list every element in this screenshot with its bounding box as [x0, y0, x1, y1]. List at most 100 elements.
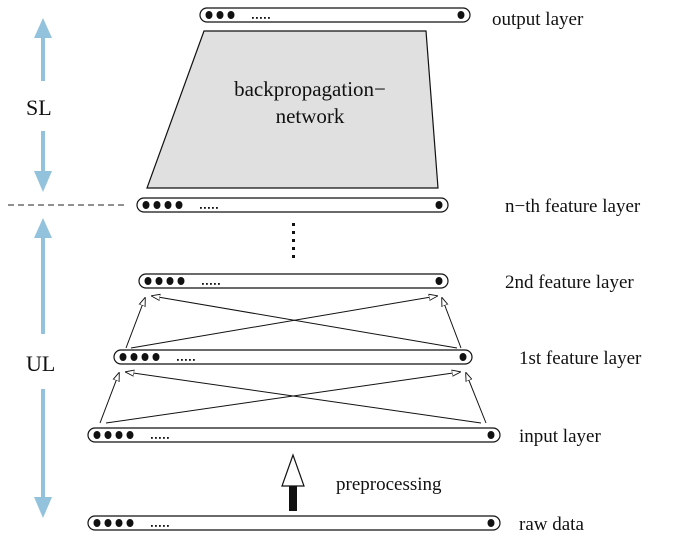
ellipsis-dot: [155, 437, 157, 439]
connections-input-to-first: [99, 372, 487, 424]
backpropagation-network-label: backpropagation− network: [190, 76, 430, 130]
unit-dot: [126, 431, 134, 439]
ellipsis-dot: [151, 525, 153, 527]
ellipsis-dot: [208, 207, 210, 209]
ellipsis-dot: [268, 17, 270, 19]
unit-dot: [205, 11, 213, 19]
ellipsis-dot: [216, 207, 218, 209]
ul-arrow-up-head-icon: [34, 218, 52, 238]
ellipsis-dot: [200, 207, 202, 209]
ellipsis-dot: [159, 525, 161, 527]
ellipsis-dot: [193, 359, 195, 361]
layer-bar: [136, 197, 449, 213]
layer-nth: [136, 197, 449, 213]
ellipsis-dot: [264, 17, 266, 19]
connection-arrow: [152, 296, 458, 349]
sl-phase-label: SL: [26, 95, 52, 120]
layer-input: [87, 427, 501, 443]
unit-dot: [152, 353, 160, 361]
layer-first: [113, 349, 473, 365]
layers: [87, 7, 501, 531]
sl-phase-arrow: [34, 18, 52, 192]
ellipsis-dot: [163, 525, 165, 527]
ellipsis-dot: [181, 359, 183, 361]
unit-dot: [166, 277, 174, 285]
second-feature-layer-label: 2nd feature layer: [505, 272, 634, 293]
ellipsis-dot: [185, 359, 187, 361]
unit-dot: [177, 277, 185, 285]
ellipsis-dot: [218, 283, 220, 285]
ul-phase-label: UL: [26, 351, 56, 376]
connection-arrow: [99, 373, 119, 424]
ul-arrow-down-head-icon: [34, 497, 52, 518]
connection-arrow: [442, 298, 462, 349]
unit-dot: [216, 11, 224, 19]
sl-arrow-up-shaft: [41, 36, 45, 81]
network-label-line2: network: [275, 104, 345, 128]
ellipsis-dot: [212, 207, 214, 209]
network-label-line1: backpropagation−: [234, 77, 386, 101]
ul-arrow-up-shaft: [41, 236, 45, 334]
layer-bar: [113, 349, 473, 365]
unit-dot-last: [435, 201, 443, 209]
unit-dot: [141, 353, 149, 361]
unit-dot: [104, 519, 112, 527]
ellipsis-dot: [202, 283, 204, 285]
unit-dot: [130, 353, 138, 361]
ellipsis-dot: [167, 437, 169, 439]
layer-bar: [87, 427, 501, 443]
ellipsis-dot: [177, 359, 179, 361]
ellipsis-dot: [214, 283, 216, 285]
raw-data-label: raw data: [519, 514, 584, 535]
connection-arrow: [130, 296, 437, 349]
unit-dot: [153, 201, 161, 209]
ellipsis-dot: [210, 283, 212, 285]
nth-feature-layer-label: n−th feature layer: [505, 196, 641, 217]
vertical-ellipsis: [292, 223, 295, 258]
layer-bar: [87, 515, 501, 531]
first-feature-layer-label: 1st feature layer: [519, 348, 642, 369]
ellipsis-dot: [252, 17, 254, 19]
ellipsis-dot: [159, 437, 161, 439]
unit-dot: [93, 431, 101, 439]
input-layer-label: input layer: [519, 426, 601, 447]
sl-arrow-up-head-icon: [34, 18, 52, 38]
output-layer-label: output layer: [492, 9, 584, 30]
layer-bar: [138, 273, 449, 289]
ellipsis-dot: [189, 359, 191, 361]
layer-output: [199, 7, 471, 23]
preprocessing-label: preprocessing: [336, 474, 442, 495]
ellipsis-dot: [151, 437, 153, 439]
unit-dot-last: [459, 353, 467, 361]
ul-phase-arrow: [34, 218, 52, 518]
ellipsis-dot: [163, 437, 165, 439]
ellipsis-dot: [155, 525, 157, 527]
ul-arrow-down-shaft: [41, 389, 45, 499]
backpropagation-network-trapezoid: [146, 30, 439, 189]
layer-raw: [87, 515, 501, 531]
connection-arrow: [466, 373, 487, 424]
preprocessing-arrow-icon: [281, 453, 305, 511]
unit-dot: [93, 519, 101, 527]
unit-dot: [175, 201, 183, 209]
connections-first-to-second: [125, 296, 462, 349]
ellipsis-dot: [204, 207, 206, 209]
ellipsis-dot: [260, 17, 262, 19]
unit-dot: [126, 519, 134, 527]
layer-second: [138, 273, 449, 289]
unit-dot: [164, 201, 172, 209]
unit-dot: [155, 277, 163, 285]
unit-dot: [115, 519, 123, 527]
unit-dot: [115, 431, 123, 439]
layer-bar: [199, 7, 471, 23]
sl-arrow-down-head-icon: [34, 171, 52, 192]
unit-dot: [119, 353, 127, 361]
connection-arrow: [126, 372, 482, 424]
unit-dot-last: [457, 11, 465, 19]
unit-dot: [104, 431, 112, 439]
ellipsis-dot: [256, 17, 258, 19]
unit-dot: [142, 201, 150, 209]
unit-dot-last: [487, 431, 495, 439]
unit-dot-last: [487, 519, 495, 527]
